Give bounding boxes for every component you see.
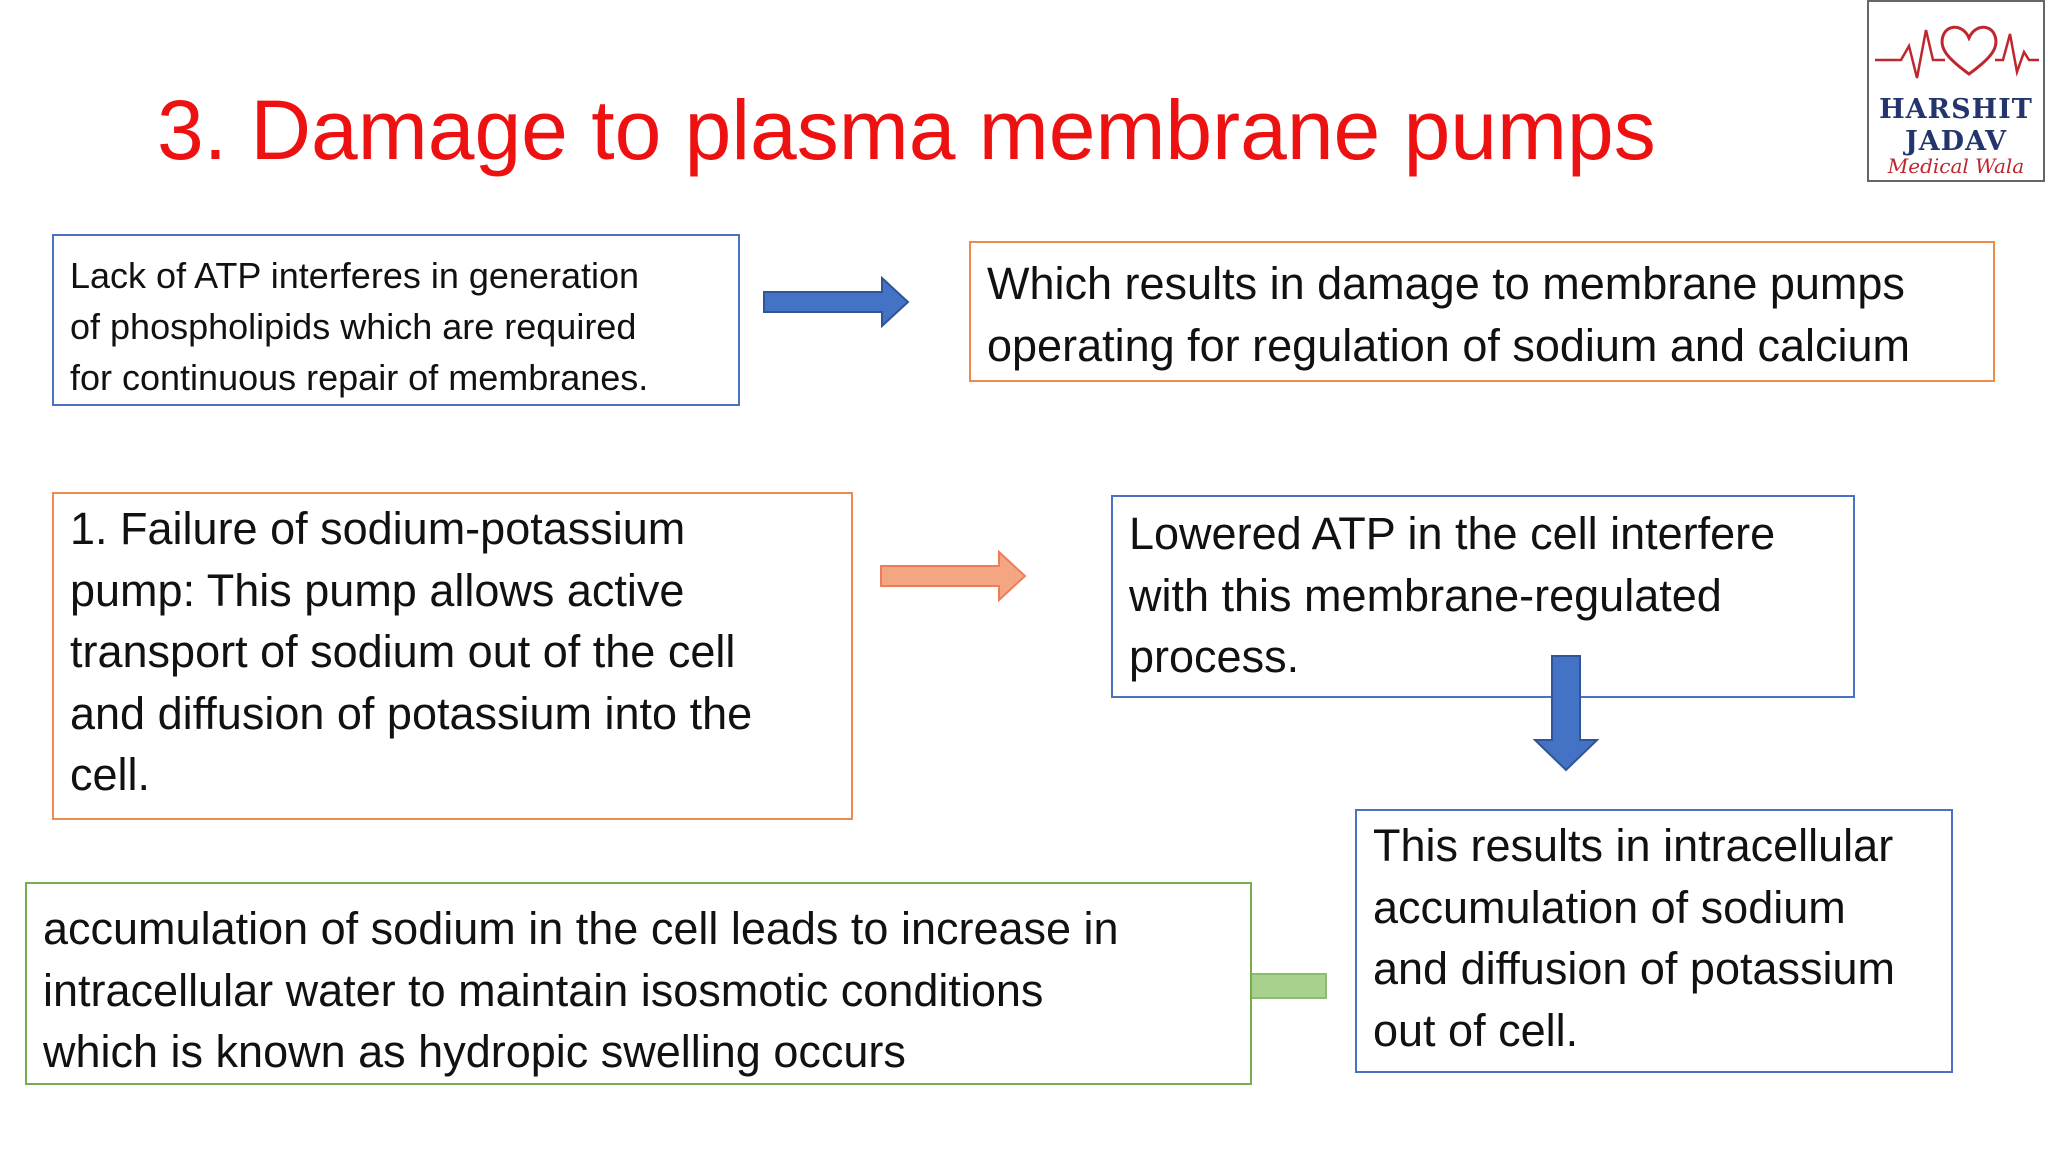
box-line: accumulation of sodium in the cell leads… (43, 903, 1119, 954)
box-line: with this membrane-regulated (1129, 569, 1722, 621)
box-line: operating for regulation of sodium and c… (987, 320, 1911, 371)
box-lowered-atp: Lowered ATP in the cell interfere with t… (1111, 495, 1855, 698)
box-line: Which results in damage to membrane pump… (987, 258, 1905, 309)
logo-tagline: Medical Wala (1887, 154, 2025, 178)
box-na-k-pump-failure: 1. Failure of sodium-potassium pump: Thi… (52, 492, 853, 820)
box-line: transport of sodium out of the cell (70, 626, 736, 677)
box-intracellular-result: This results in intracellular accumulati… (1355, 809, 1953, 1073)
box-line: Lack of ATP interferes in generation (70, 255, 640, 296)
right-arrow-icon-blue (762, 276, 910, 328)
box-line: which is known as hydropic swelling occu… (43, 1026, 906, 1077)
brand-logo: HARSHIT JADAV Medical Wala (1867, 0, 2045, 182)
box-line: accumulation of sodium (1373, 881, 1846, 933)
down-arrow-icon-blue (1533, 654, 1599, 772)
slide-title: 3. Damage to plasma membrane pumps (157, 83, 1656, 177)
box-atp-lack: Lack of ATP interferes in generation of … (52, 234, 740, 406)
box-hydropic-swelling: accumulation of sodium in the cell leads… (25, 882, 1252, 1085)
box-line: intracellular water to maintain isosmoti… (43, 964, 1044, 1016)
logo-name-first: HARSHIT (1879, 94, 2033, 125)
box-line: and diffusion of potassium into the (70, 687, 753, 739)
box-line: This results in intracellular (1373, 820, 1894, 871)
box-line: for continuous repair of membranes. (70, 357, 649, 398)
box-line: pump: This pump allows active (70, 564, 685, 616)
right-arrow-icon-orange (879, 550, 1027, 602)
box-line: cell. (70, 749, 151, 800)
logo-name-last: JADAV (1904, 126, 2008, 157)
heartbeat-heart-icon (1875, 25, 2039, 79)
box-pump-damage: Which results in damage to membrane pump… (969, 241, 1995, 382)
box-line: and diffusion of potassium (1373, 943, 1896, 994)
box-line: 1. Failure of sodium-potassium (70, 503, 686, 554)
box-line: of phospholipids which are required (70, 306, 637, 347)
box-line: out of cell. (1373, 1004, 1579, 1056)
box-line: process. (1129, 631, 1300, 682)
box-line: Lowered ATP in the cell interfere (1129, 508, 1776, 559)
